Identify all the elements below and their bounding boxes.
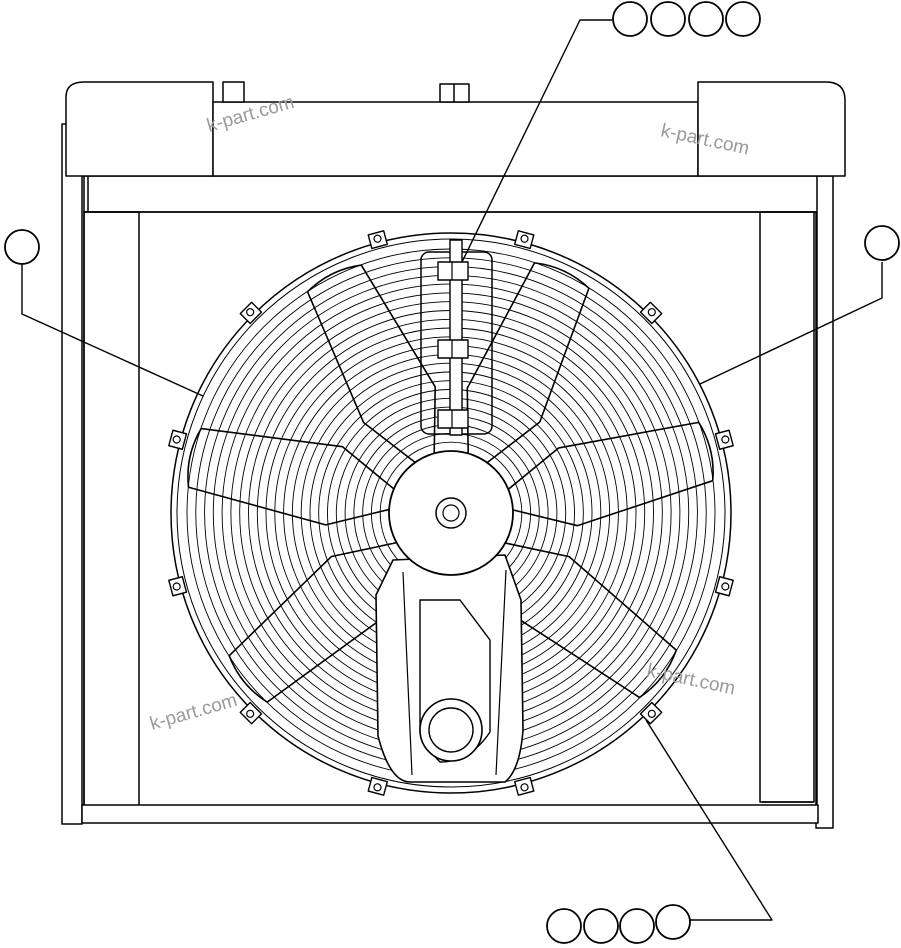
guard-clip-bolt xyxy=(647,709,656,718)
guard-clip xyxy=(714,429,734,450)
top-tank-right xyxy=(697,81,846,177)
callout-balloon-bottom-2 xyxy=(583,908,619,944)
guard-clip-bolt xyxy=(172,582,181,591)
watermark-3: k-part.com xyxy=(148,690,240,735)
callout-balloon-top-2 xyxy=(650,1,686,37)
callout-balloons xyxy=(4,1,900,944)
guard-clip-bolt xyxy=(246,709,255,718)
guard-clip xyxy=(168,429,188,450)
bracket-bolt-block xyxy=(437,339,469,359)
guard-clip-bolt xyxy=(647,308,656,317)
guard-clip xyxy=(168,576,188,597)
callout-balloon-right xyxy=(864,225,900,261)
fan-guard-outer-ring xyxy=(170,232,732,794)
guard-clip xyxy=(239,301,263,325)
guard-clip-bolt xyxy=(246,308,255,317)
watermark-4: k-part.com xyxy=(645,660,737,699)
callout-balloon-top-3 xyxy=(688,1,724,37)
fan-blade xyxy=(228,541,412,703)
guard-clip xyxy=(514,230,535,250)
guard-clip-bolt xyxy=(172,435,181,444)
guard-clip xyxy=(639,301,663,325)
callout-balloon-bottom-4 xyxy=(655,904,691,940)
fan-hub-center xyxy=(435,497,467,529)
guard-clip-bolt xyxy=(373,783,382,792)
fan-blade xyxy=(306,264,437,466)
fan-blade xyxy=(187,427,397,526)
guard-clip xyxy=(514,776,535,796)
fan-guard-inner-ring xyxy=(176,238,726,788)
fan-assembly xyxy=(168,230,734,796)
radiator-frame xyxy=(61,81,846,829)
top-tank-center xyxy=(212,101,699,177)
mounting-arm-edge xyxy=(402,569,507,776)
bracket-strap xyxy=(449,239,463,436)
guard-clip-bolt xyxy=(373,234,382,243)
callout-balloon-bottom-3 xyxy=(619,908,655,944)
callout-balloon-left xyxy=(4,229,40,265)
bracket-bolt-block xyxy=(437,409,469,429)
guard-clip xyxy=(639,701,663,725)
leader-lines xyxy=(21,19,883,921)
guard-clip-bolt xyxy=(520,783,529,792)
callout-balloon-top-4 xyxy=(725,1,761,37)
callout-balloon-top-1 xyxy=(612,1,648,37)
top-tank-left xyxy=(65,81,214,177)
fan-blade xyxy=(489,541,678,699)
bracket-bolt-block xyxy=(437,261,469,281)
guard-clip xyxy=(714,576,734,597)
fan-blade xyxy=(504,421,714,527)
guard-clip-bolt xyxy=(520,234,529,243)
guard-clip xyxy=(239,701,263,725)
guard-clip-bolt xyxy=(721,582,730,591)
guard-clip xyxy=(367,776,388,796)
fan-blade xyxy=(466,262,590,466)
fan-hub-bore xyxy=(442,504,460,522)
guard-clip xyxy=(367,230,388,250)
callout-balloon-bottom-1 xyxy=(546,908,582,944)
lower-boss-bore xyxy=(428,707,474,753)
guard-clip-bolt xyxy=(721,435,730,444)
fan-hub xyxy=(388,450,514,576)
